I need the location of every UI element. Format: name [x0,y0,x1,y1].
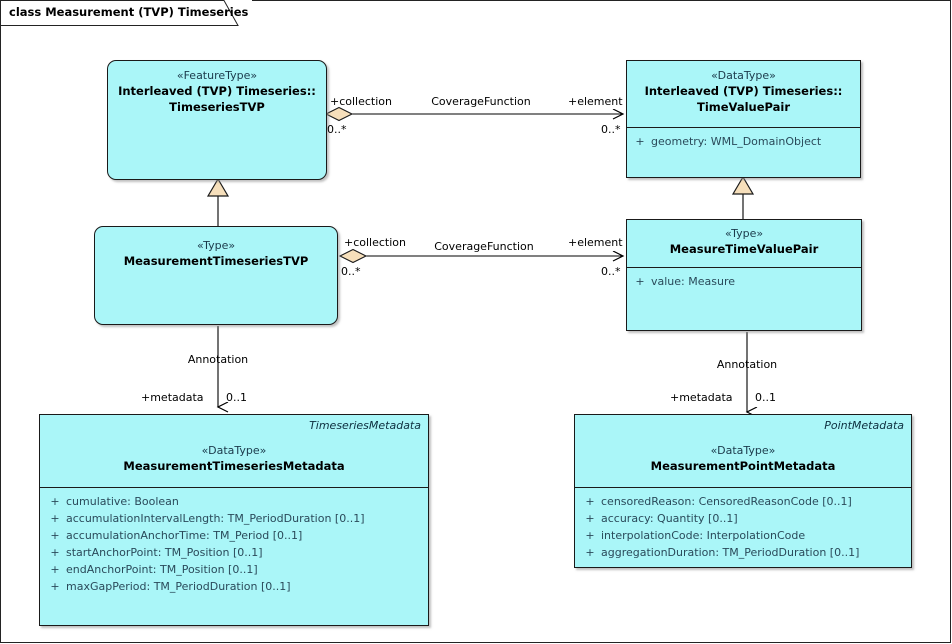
label-annotation-left-target-mult: 0..1 [226,391,247,404]
class-stereotype: «DataType» [711,69,776,82]
class-name-line1: MeasureTimeValuePair [669,242,819,256]
class-header: «Type» MeasureTimeValuePair [627,220,861,268]
label-coverage-bottom-target-mult: 0..* [601,265,621,278]
attribute-row: + accumulationIntervalLength: TM_PeriodD… [44,510,426,527]
label-annotation-right-target-role: +metadata [670,391,733,404]
attribute-row: + value: Measure [629,273,859,290]
class-header: PointMetadata «DataType» MeasurementPoin… [575,415,911,488]
attribute-text: endAnchorPoint: TM_Position [0..1] [66,563,258,576]
class-header: TimeseriesMetadata «DataType» Measuremen… [40,415,428,488]
attribute-row: + startAnchorPoint: TM_Position [0..1] [44,544,426,561]
attribute-visibility: + [50,580,60,593]
class-box-timeseriestvp[interactable]: «FeatureType» Interleaved (TVP) Timeseri… [107,60,327,180]
class-box-measurementtimeseriestvp[interactable]: «Type» MeasurementTimeseriesTVP [94,226,338,325]
label-coverage-top-source-role: +collection [330,95,392,108]
label-coverage-bottom-name: CoverageFunction [434,240,534,253]
attribute-visibility: + [585,529,595,542]
label-coverage-bottom-source-mult: 0..* [341,265,361,278]
attribute-text: value: Measure [651,275,735,288]
attribute-text: accumulationIntervalLength: TM_PeriodDur… [66,512,365,525]
class-header: «FeatureType» Interleaved (TVP) Timeseri… [108,61,326,123]
attribute-row: + accumulationAnchorTime: TM_Period [0..… [44,527,426,544]
class-attributes: + censoredReason: CensoredReasonCode [0.… [575,488,911,567]
attribute-text: accumulationAnchorTime: TM_Period [0..1] [66,529,303,542]
attribute-visibility: + [50,512,60,525]
label-annotation-left-name: Annotation [187,353,249,366]
attribute-row: + aggregationDuration: TM_PeriodDuration… [579,544,909,561]
class-name-line1: MeasurementTimeseriesTVP [123,254,309,268]
attribute-row: + maxGapPeriod: TM_PeriodDuration [0..1] [44,578,426,595]
attribute-text: cumulative: Boolean [66,495,179,508]
class-name-line1: MeasurementPointMetadata [650,459,836,473]
class-stereotype: «DataType» [710,444,776,457]
diagram-title: class Measurement (TVP) Timeseries [9,5,249,19]
class-attributes: + geometry: WML_DomainObject [627,128,860,156]
class-name-line2: TimeseriesTVP [169,100,265,114]
class-name-line1: Interleaved (TVP) Timeseries:: [644,84,843,98]
attribute-visibility: + [50,563,60,576]
class-box-measurementtimeseriesmetadata[interactable]: TimeseriesMetadata «DataType» Measuremen… [39,414,429,626]
attribute-row: + endAnchorPoint: TM_Position [0..1] [44,561,426,578]
label-coverage-bottom-target-role: +element [568,236,623,249]
class-name-line1: MeasurementTimeseriesMetadata [123,459,345,473]
attribute-visibility: + [635,135,645,148]
class-stereotype: «Type» [724,227,764,240]
attribute-text: aggregationDuration: TM_PeriodDuration [… [601,546,860,559]
class-attributes: + cumulative: Boolean + accumulationInte… [40,488,428,601]
class-attributes: + value: Measure [627,268,861,296]
class-tag-name: TimeseriesMetadata [309,419,421,432]
connector-coverage-function-bottom[interactable] [338,248,623,264]
attribute-visibility: + [585,512,595,525]
class-name-line2: TimeValuePair [696,100,791,114]
label-coverage-top-source-mult: 0..* [327,123,347,136]
attribute-text: geometry: WML_DomainObject [651,135,822,148]
attribute-text: maxGapPeriod: TM_PeriodDuration [0..1] [66,580,291,593]
class-stereotype: «Type» [196,239,236,252]
label-annotation-left-target-role: +metadata [141,391,204,404]
class-name-line1: Interleaved (TVP) Timeseries:: [118,84,316,98]
connector-generalization-left[interactable] [206,177,230,226]
attribute-visibility: + [635,275,645,288]
class-box-measuretimevaluepair[interactable]: «Type» MeasureTimeValuePair + value: Mea… [626,219,862,331]
label-coverage-top-name: CoverageFunction [431,95,531,108]
attribute-text: accuracy: Quantity [0..1] [601,512,738,525]
connector-generalization-right[interactable] [731,175,755,219]
class-box-measurementpointmetadata[interactable]: PointMetadata «DataType» MeasurementPoin… [574,414,912,568]
attribute-row: + accuracy: Quantity [0..1] [579,510,909,527]
attribute-visibility: + [50,546,60,559]
label-coverage-bottom-source-role: +collection [344,236,406,249]
attribute-visibility: + [50,495,60,508]
label-coverage-top-target-mult: 0..* [601,123,621,136]
attribute-text: startAnchorPoint: TM_Position [0..1] [66,546,263,559]
attribute-row: + geometry: WML_DomainObject [629,133,858,150]
label-annotation-right-name: Annotation [716,358,778,371]
class-header: «Type» MeasurementTimeseriesTVP [95,227,337,277]
class-tag-name: PointMetadata [824,419,904,432]
class-header: «DataType» Interleaved (TVP) Timeseries:… [627,61,860,128]
label-coverage-top-target-role: +element [568,95,623,108]
attribute-visibility: + [585,495,595,508]
connector-coverage-function-top[interactable] [324,106,623,122]
attribute-row: + censoredReason: CensoredReasonCode [0.… [579,493,909,510]
class-stereotype: «DataType» [201,444,267,457]
class-stereotype: «FeatureType» [176,69,258,82]
attribute-text: interpolationCode: InterpolationCode [601,529,806,542]
attribute-visibility: + [50,529,60,542]
class-box-timevaluepair[interactable]: «DataType» Interleaved (TVP) Timeseries:… [626,60,861,178]
diagram-frame-tab: class Measurement (TVP) Timeseries [0,0,253,26]
attribute-text: censoredReason: CensoredReasonCode [0..1… [601,495,852,508]
attribute-row: + cumulative: Boolean [44,493,426,510]
label-annotation-right-target-mult: 0..1 [755,391,776,404]
attribute-visibility: + [585,546,595,559]
attribute-row: + interpolationCode: InterpolationCode [579,527,909,544]
